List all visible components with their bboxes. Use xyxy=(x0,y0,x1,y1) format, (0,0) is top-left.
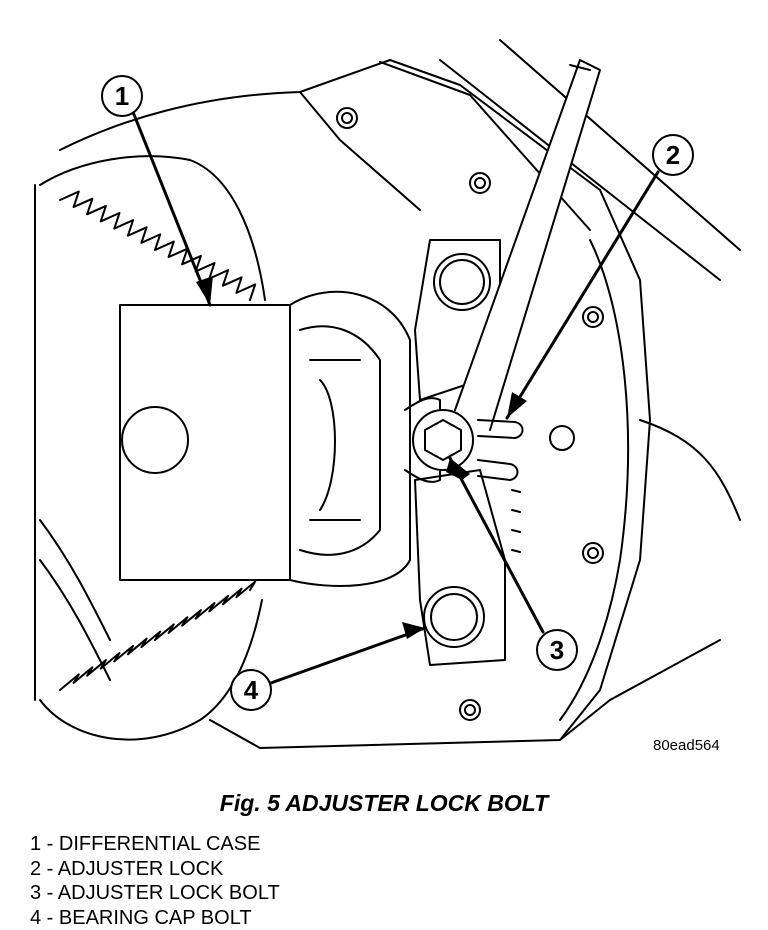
svg-text:1: 1 xyxy=(115,81,129,111)
leader-lines xyxy=(131,110,660,686)
callout-1: 1 xyxy=(101,75,143,117)
svg-text:4: 4 xyxy=(244,675,259,705)
legend-item-1: 1 - DIFFERENTIAL CASE xyxy=(30,833,261,855)
axle-housing xyxy=(59,39,741,749)
figure-id: 80ead564 xyxy=(653,737,720,754)
legend-item-4: 4 - BEARING CAP BOLT xyxy=(30,906,252,929)
callout-3: 3 xyxy=(536,629,578,671)
callout-2: 2 xyxy=(652,134,694,176)
callout-4: 4 xyxy=(230,669,272,711)
bearing-cap-bolt-bottom xyxy=(423,586,485,648)
leader-arrowheads xyxy=(196,276,527,639)
svg-text:2: 2 xyxy=(666,140,680,170)
ring-gear xyxy=(34,155,266,741)
bearing-cap-bolt-top xyxy=(433,253,491,311)
legend: 1 - DIFFERENTIAL CASE 2 - ADJUSTER LOCK … xyxy=(30,832,280,930)
svg-text:3: 3 xyxy=(550,635,564,665)
adjuster-lock-bolt xyxy=(412,409,474,471)
adjuster-lock xyxy=(477,419,524,553)
legend-item-2: 2 - ADJUSTER LOCK xyxy=(30,857,224,880)
adjuster-lock-bolt-illustration: 1 2 3 4 xyxy=(34,39,741,749)
differential-case xyxy=(119,290,411,587)
legend-item-3: 3 - ADJUSTER LOCK BOLT xyxy=(30,882,280,904)
housing-bolt-holes xyxy=(336,107,604,721)
figure-caption: Fig. 5 ADJUSTER LOCK BOLT xyxy=(219,790,549,816)
wrench xyxy=(454,59,601,431)
